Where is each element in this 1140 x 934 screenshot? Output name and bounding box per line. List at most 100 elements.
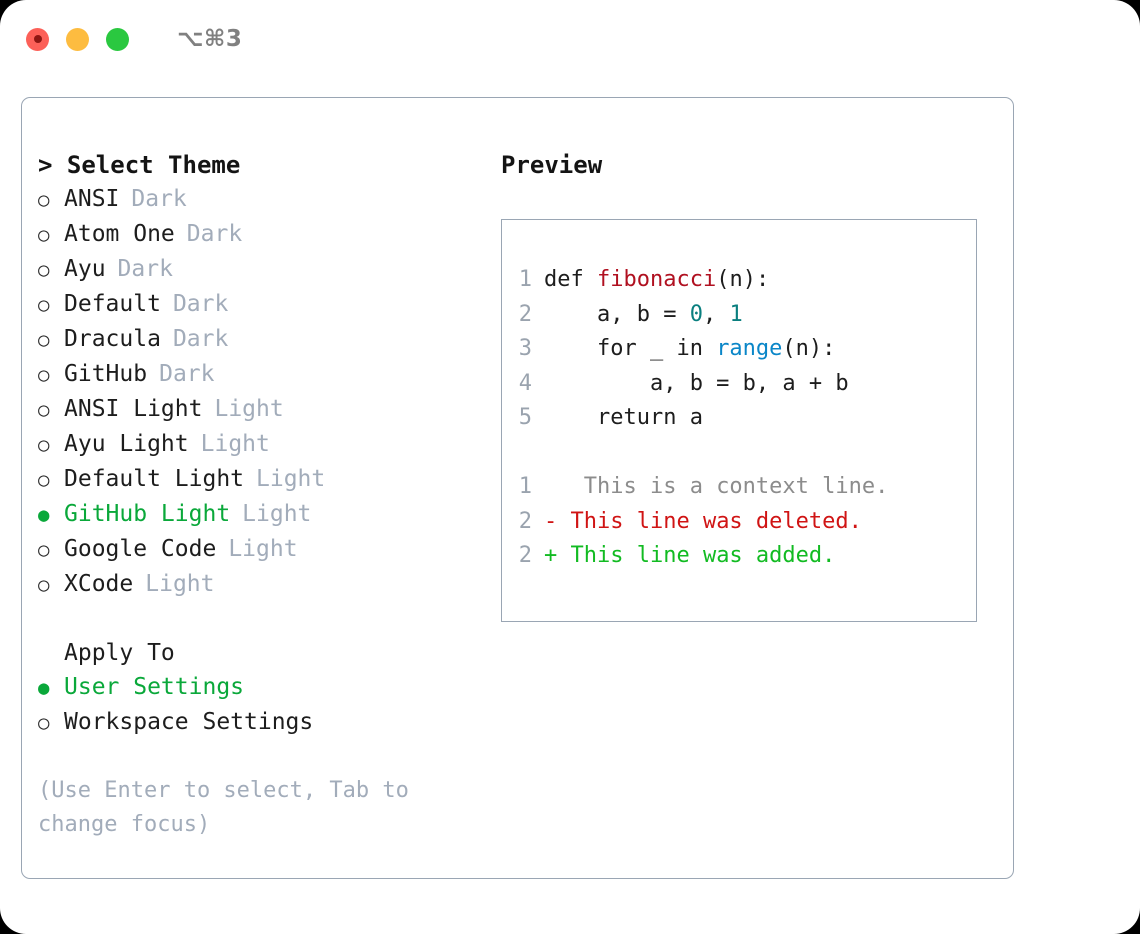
code-token-num: 1 [729, 301, 743, 327]
traffic-lights [26, 27, 129, 51]
theme-option-label: XCode [64, 571, 134, 597]
code-diff-separator [502, 436, 976, 471]
code-token-plain: def [544, 267, 597, 292]
theme-option-label: Default [64, 291, 161, 317]
theme-option-google-code[interactable]: ○ Google Code Light [38, 532, 483, 567]
theme-option-label: ANSI [64, 186, 120, 212]
theme-option-label: GitHub [64, 361, 148, 387]
theme-option-tag: Dark [159, 361, 215, 387]
radio-unselected-icon: ○ [38, 574, 50, 596]
apply-to-option-label: User Settings [64, 674, 245, 700]
theme-option-label: Dracula [64, 326, 161, 352]
diff-line-number: 2 [518, 508, 532, 534]
radio-unselected-icon: ○ [38, 224, 50, 246]
theme-option-label: Atom One [64, 221, 175, 247]
title-bar: ⌥⌘3 [0, 0, 1140, 78]
code-line-number: 5 [518, 405, 532, 430]
apply-to-option-label: Workspace Settings [64, 709, 314, 735]
code-token-plain: a, b = [544, 301, 690, 327]
diff-line-deleted: 2- This line was deleted. [502, 505, 976, 540]
code-token-plain: , [702, 301, 730, 327]
theme-option-atom-one[interactable]: ○ Atom One Dark [38, 217, 483, 252]
radio-unselected-icon: ○ [38, 294, 50, 316]
keyboard-hint-text: (Use Enter to select, Tab to change focu… [38, 778, 409, 837]
code-line: 2 a, b = 0, 1 [502, 298, 976, 333]
code-token-plain: for _ in [544, 336, 717, 361]
theme-option-ayu-light[interactable]: ○ Ayu Light Light [38, 427, 483, 462]
close-window-icon[interactable] [26, 27, 49, 51]
code-line-content: for _ in range(n): [544, 332, 835, 367]
code-line-content: a, b = b, a + b [544, 367, 849, 402]
code-token-plain: (n): [782, 336, 836, 361]
radio-unselected-icon: ○ [38, 539, 50, 561]
apply-to-option-workspace-settings[interactable]: ○ Workspace Settings [38, 705, 483, 740]
theme-option-label: ANSI Light [64, 396, 203, 422]
radio-unselected-icon: ○ [38, 469, 50, 491]
diff-marker: + [544, 543, 558, 568]
radio-unselected-icon: ○ [38, 399, 50, 421]
code-line-content: def fibonacci(n): [544, 263, 769, 298]
section-title-select-theme: > Select Theme [38, 148, 483, 182]
diff-line-added: 2+ This line was added. [502, 539, 976, 574]
minimize-window-icon[interactable] [66, 27, 89, 51]
radio-unselected-icon: ○ [38, 189, 50, 211]
code-token-call: range [716, 336, 783, 361]
theme-option-label: Default Light [64, 466, 245, 492]
radio-selected-icon: ● [38, 677, 50, 699]
theme-option-tag: Dark [172, 291, 229, 317]
caret-icon: > [38, 151, 53, 179]
code-line-content: return a [544, 401, 703, 436]
theme-option-label: Google Code [64, 536, 217, 562]
diff-marker: - [544, 508, 558, 534]
code-token-num: 0 [689, 301, 703, 327]
code-line-number: 3 [518, 336, 532, 361]
code-token-plain: (n): [716, 267, 770, 292]
theme-option-label: Ayu [64, 256, 106, 282]
diff-marker [544, 470, 557, 505]
theme-option-tag: Light [242, 501, 312, 527]
theme-option-ansi[interactable]: ○ ANSI Dark [38, 182, 483, 217]
radio-unselected-icon: ○ [38, 329, 50, 351]
diff-sample: 1 This is a context line.2- This line wa… [502, 470, 976, 574]
theme-option-github-light[interactable]: ● GitHub Light Light [38, 497, 483, 532]
theme-option-label: GitHub Light [64, 501, 231, 527]
diff-line-context: 1 This is a context line. [502, 470, 976, 505]
theme-option-tag: Light [228, 536, 298, 562]
theme-option-tag: Dark [186, 221, 243, 247]
code-line-number: 4 [518, 370, 532, 396]
code-token-plain: a, b = b, a + b [544, 370, 849, 396]
radio-selected-icon: ● [38, 504, 50, 526]
radio-unselected-icon: ○ [38, 259, 50, 281]
theme-option-ansi-light[interactable]: ○ ANSI Light Light [38, 392, 483, 427]
radio-unselected-icon: ○ [38, 712, 50, 734]
preview-title: Preview [501, 151, 603, 179]
theme-option-tag: Light [145, 571, 215, 597]
theme-option-label: Ayu Light [64, 431, 189, 457]
diff-line-number: 2 [518, 543, 532, 568]
apply-to-option-user-settings[interactable]: ● User Settings [38, 670, 483, 705]
theme-option-default[interactable]: ○ Default Dark [38, 287, 483, 322]
theme-option-xcode[interactable]: ○ XCode Light [38, 567, 483, 602]
code-token-plain: return a [544, 405, 703, 430]
theme-option-tag: Light [200, 431, 270, 457]
maximize-window-icon[interactable] [106, 27, 129, 51]
radio-unselected-icon: ○ [38, 434, 50, 456]
theme-option-tag: Dark [131, 186, 187, 212]
code-line: 3 for _ in range(n): [502, 332, 976, 367]
diff-line-text: This is a context line. [557, 474, 889, 499]
code-line: 4 a, b = b, a + b [502, 367, 976, 402]
apply-to-list: ● User Settings ○ Workspace Settings [38, 670, 483, 740]
code-line-content: a, b = 0, 1 [544, 298, 743, 333]
theme-option-tag: Light [214, 396, 284, 422]
